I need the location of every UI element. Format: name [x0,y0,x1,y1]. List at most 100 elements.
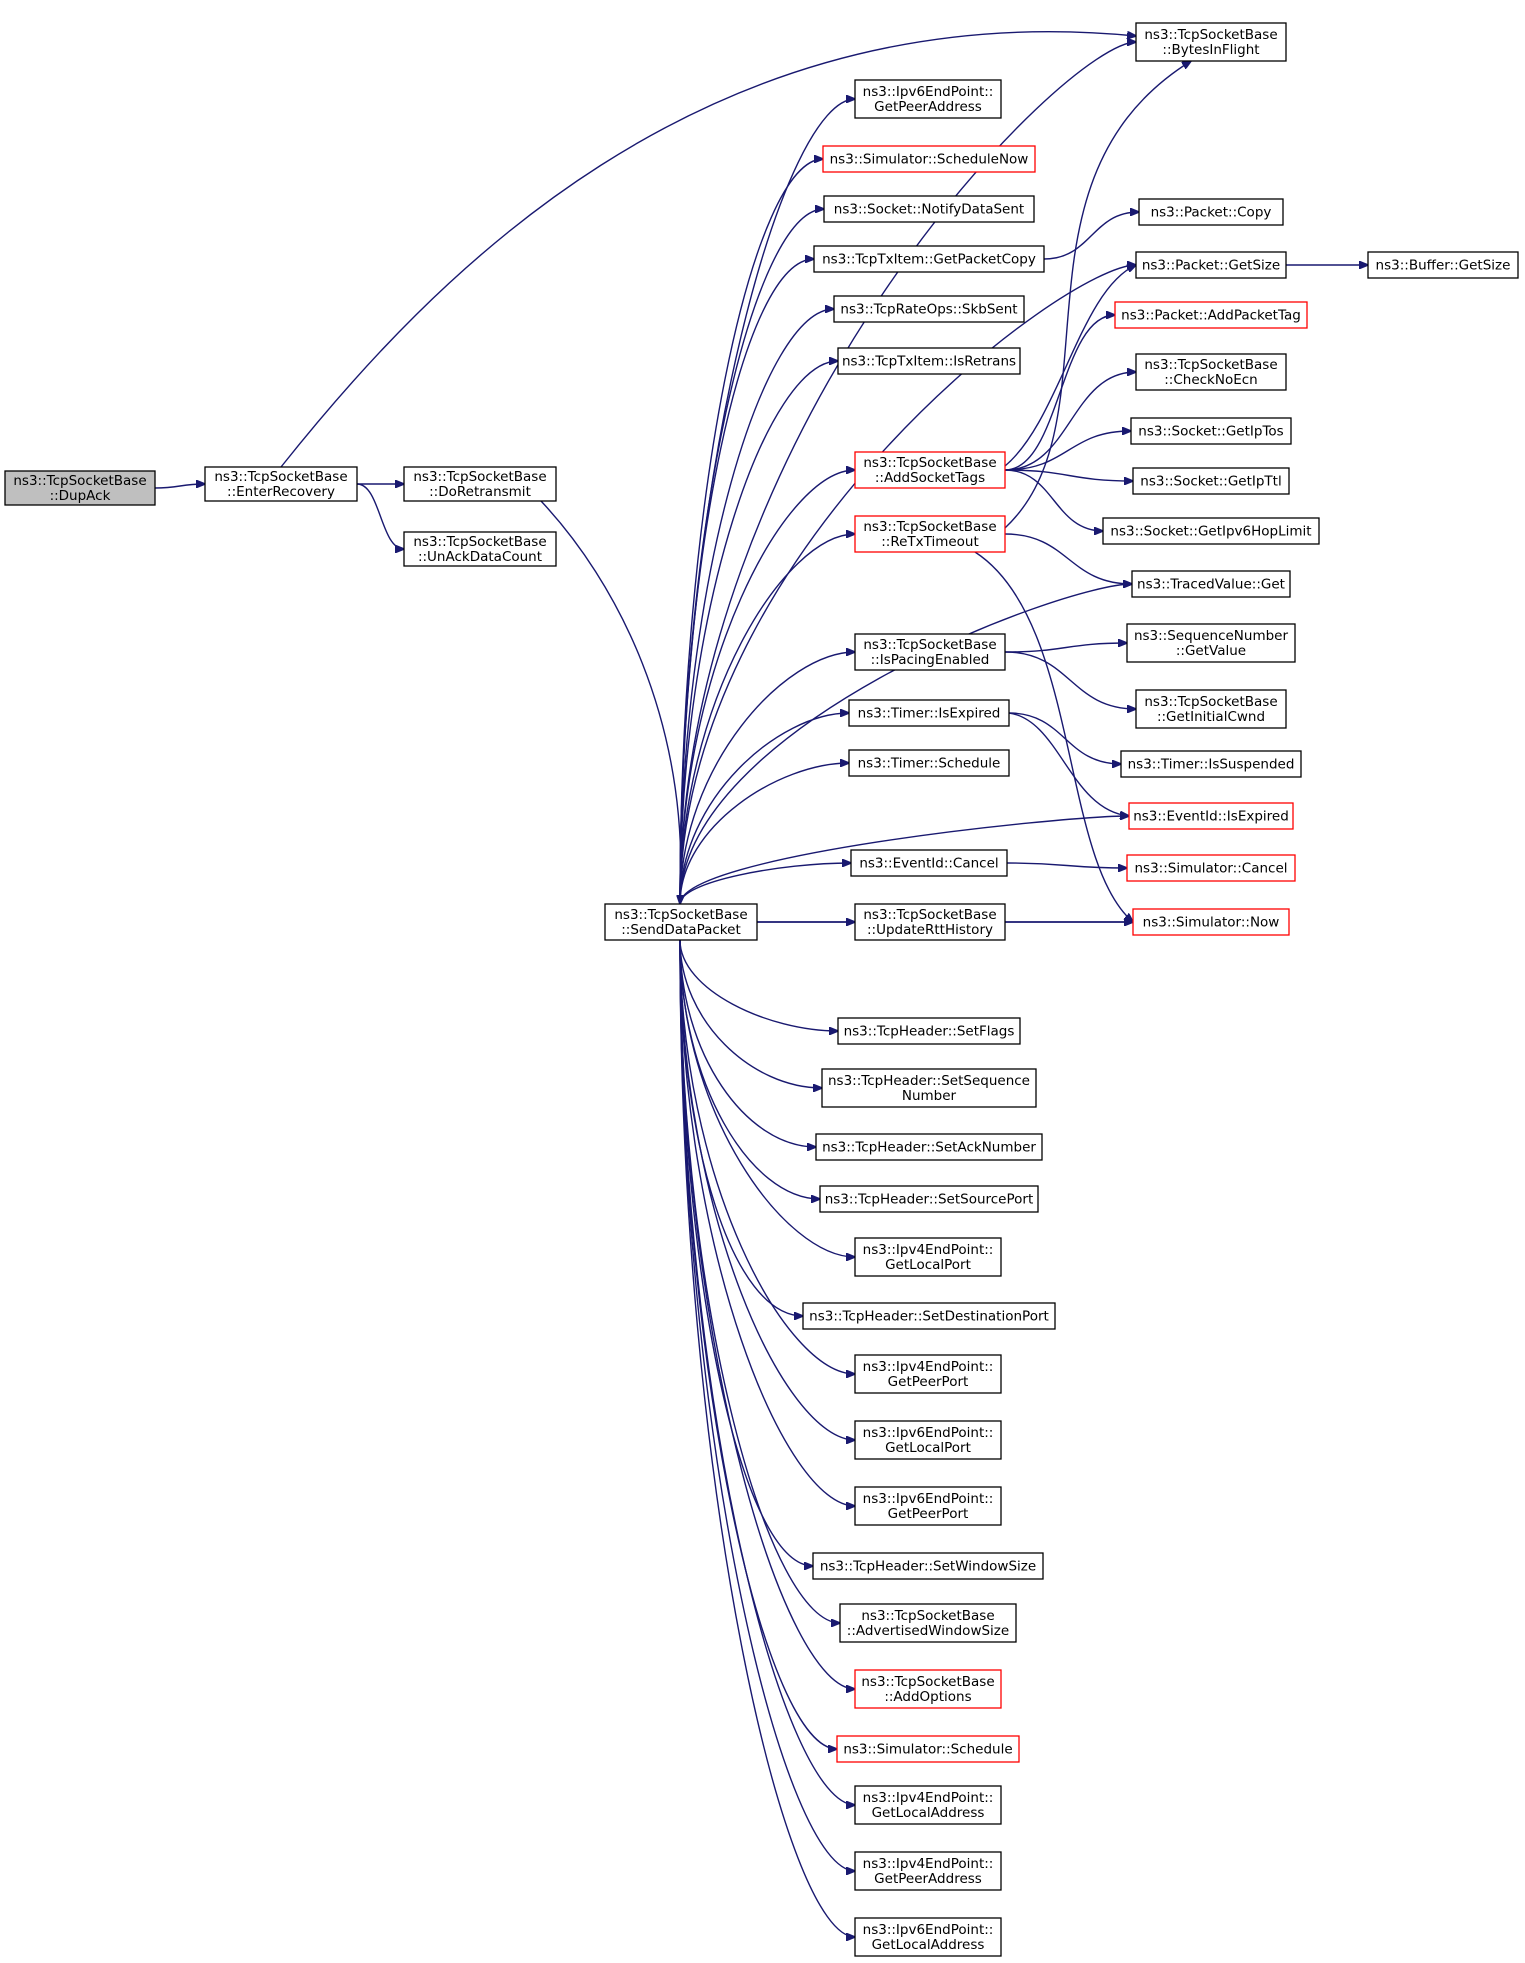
node-ipv6ep-getlocaladdress[interactable]: ns3::Ipv6EndPoint::GetLocalAddress [854,1917,1002,1957]
edge-senddatapacket-to-ipv4ep_getpeeraddress [679,939,855,1871]
node-socket-notifydatasent[interactable]: ns3::Socket::NotifyDataSent [823,195,1035,223]
node-getinitialcwnd[interactable]: ns3::TcpSocketBase::GetInitialCwnd [1135,689,1287,729]
edge-txitem_getpacketcopy-to-packet_copy [1043,212,1139,260]
node-label-line: GetPeerAddress [874,99,982,115]
node-senddatapacket[interactable]: ns3::TcpSocketBase::SendDataPacket [604,903,758,941]
node-ipv6ep-getlocalport[interactable]: ns3::Ipv6EndPoint::GetLocalPort [854,1420,1002,1460]
node-ipv4ep-getpeeraddress[interactable]: ns3::Ipv4EndPoint::GetPeerAddress [854,1851,1002,1891]
node-box [1132,467,1290,495]
node-label-line: ns3::EventId::Cancel [859,856,998,872]
node-timer-schedule[interactable]: ns3::Timer::Schedule [848,749,1010,777]
node-eventid-cancel[interactable]: ns3::EventId::Cancel [850,849,1008,877]
node-sim-schedule[interactable]: ns3::Simulator::Schedule [836,1735,1020,1763]
node-dupack[interactable]: ns3::TcpSocketBase::DupAck [4,470,156,506]
node-sim-schedulenow[interactable]: ns3::Simulator::ScheduleNow [822,145,1036,173]
node-timer-issuspended[interactable]: ns3::Timer::IsSuspended [1120,750,1302,778]
node-label-line: ns3::Socket::GetIpv6HopLimit [1110,524,1311,540]
node-socket-getipttl[interactable]: ns3::Socket::GetIpTtl [1132,467,1290,495]
node-txitem-getpacketcopy[interactable]: ns3::TcpTxItem::GetPacketCopy [813,245,1045,273]
node-bytesinflight[interactable]: ns3::TcpSocketBase::BytesInFlight [1135,22,1287,62]
node-box [823,195,1035,223]
node-box [848,699,1010,727]
node-txitem-isretrans[interactable]: ns3::TcpTxItem::IsRetrans [837,347,1021,375]
node-label-line: ns3::Simulator::Cancel [1134,861,1287,877]
edge-addsockettags-to-socket_getipv6hoplimit [1004,469,1103,531]
node-box [1367,251,1519,279]
node-label-line: ns3::TcpHeader::SetSequence [828,1073,1030,1089]
node-sim-cancel[interactable]: ns3::Simulator::Cancel [1126,854,1296,882]
node-tracedvalue-get[interactable]: ns3::TracedValue::Get [1131,570,1291,598]
node-timer-isexpired[interactable]: ns3::Timer::IsExpired [848,699,1010,727]
node-ipv4ep-getpeerport[interactable]: ns3::Ipv4EndPoint::GetPeerPort [854,1354,1002,1394]
node-label-line: ns3::Ipv6EndPoint:: [863,1491,994,1507]
node-packet-getsize[interactable]: ns3::Packet::GetSize [1135,251,1287,279]
edge-senddatapacket-to-rateops_skbsent [679,309,834,905]
node-ipv4ep-getlocaladdress[interactable]: ns3::Ipv4EndPoint::GetLocalAddress [854,1785,1002,1825]
node-label-line: ns3::TcpSocketBase [861,1608,994,1624]
node-packet-copy[interactable]: ns3::Packet::Copy [1138,198,1284,226]
node-label-line: ns3::Ipv4EndPoint:: [863,1242,994,1258]
node-box [1128,802,1294,830]
node-box [854,633,1006,671]
node-label-line: ns3::Simulator::Now [1143,915,1280,931]
node-box [854,1669,1002,1709]
edge-senddatapacket-to-hdr_setsequencenumber [679,939,822,1088]
edge-addsockettags-to-packet_addpackettag [1004,315,1115,471]
node-box [204,466,358,502]
node-label-line: ns3::SequenceNumber [1134,628,1289,644]
node-socket-getipv6hoplimit[interactable]: ns3::Socket::GetIpv6HopLimit [1102,517,1320,545]
node-hdr-setflags[interactable]: ns3::TcpHeader::SetFlags [837,1017,1021,1045]
node-addsockettags[interactable]: ns3::TcpSocketBase::AddSocketTags [854,451,1006,489]
node-eventid-isexpired[interactable]: ns3::EventId::IsExpired [1128,802,1294,830]
node-box [812,1552,1044,1580]
node-label-line: ns3::TcpSocketBase [13,473,146,489]
node-hdr-setdestinationport[interactable]: ns3::TcpHeader::SetDestinationPort [802,1302,1056,1330]
node-label-line: ns3::Socket::GetIpTos [1138,424,1283,440]
edge-senddatapacket-to-tracedvalue_get [679,584,1132,905]
node-box [819,1185,1039,1213]
node-unackdatacount[interactable]: ns3::TcpSocketBase::UnAckDataCount [403,531,557,567]
node-box [1132,908,1290,936]
edge-senddatapacket-to-retxtimeout [679,534,855,905]
node-packet-addpackettag[interactable]: ns3::Packet::AddPacketTag [1114,301,1308,329]
node-sim-now[interactable]: ns3::Simulator::Now [1132,908,1290,936]
node-enterrecovery[interactable]: ns3::TcpSocketBase::EnterRecovery [204,466,358,502]
node-doretransmit[interactable]: ns3::TcpSocketBase::DoRetransmit [403,466,557,502]
node-box [802,1302,1056,1330]
node-label-line: ns3::Socket::NotifyDataSent [834,202,1024,218]
node-box [837,347,1021,375]
node-hdr-setwindowsize[interactable]: ns3::TcpHeader::SetWindowSize [812,1552,1044,1580]
node-advertisedwindowsize[interactable]: ns3::TcpSocketBase::AdvertisedWindowSize [839,1603,1017,1643]
node-box [1135,22,1287,62]
node-box [1120,750,1302,778]
node-checknoecn[interactable]: ns3::TcpSocketBase::CheckNoEcn [1135,353,1287,391]
edge-senddatapacket-to-ipv4ep_getlocaladdress [679,939,855,1805]
node-box [1130,417,1292,445]
node-label-line: ::UpdateRttHistory [867,922,993,938]
node-rateops-skbsent[interactable]: ns3::TcpRateOps::SkbSent [833,295,1025,323]
node-ipv4ep-getlocalport[interactable]: ns3::Ipv4EndPoint::GetLocalPort [854,1237,1002,1277]
node-ipv6ep-getpeerport[interactable]: ns3::Ipv6EndPoint::GetPeerPort [854,1486,1002,1526]
edge-senddatapacket-to-addoptions [679,939,855,1689]
node-ispacingenabled[interactable]: ns3::TcpSocketBase::IsPacingEnabled [854,633,1006,671]
edge-addsockettags-to-socket_getiptos [1004,431,1131,471]
node-updatertthistory[interactable]: ns3::TcpSocketBase::UpdateRttHistory [854,903,1006,941]
node-ipv6ep-getpeeraddress[interactable]: ns3::Ipv6EndPoint::GetPeerAddress [854,79,1002,119]
node-hdr-setacknumber[interactable]: ns3::TcpHeader::SetAckNumber [815,1133,1043,1161]
node-addoptions[interactable]: ns3::TcpSocketBase::AddOptions [854,1669,1002,1709]
node-buffer-getsize[interactable]: ns3::Buffer::GetSize [1367,251,1519,279]
edge-timer_isexpired-to-eventid_isexpired [1008,712,1129,816]
node-box [854,903,1006,941]
node-box [1102,517,1320,545]
node-box [815,1133,1043,1161]
node-box [604,903,758,941]
node-seqnum-getvalue[interactable]: ns3::SequenceNumber::GetValue [1126,623,1296,663]
node-hdr-setsourceport[interactable]: ns3::TcpHeader::SetSourcePort [819,1185,1039,1213]
node-retxtimeout[interactable]: ns3::TcpSocketBase::ReTxTimeout [854,515,1006,553]
edge-senddatapacket-to-ipv6ep_getpeerport [679,939,855,1506]
edge-senddatapacket-to-timer_schedule [679,763,849,905]
node-socket-getiptos[interactable]: ns3::Socket::GetIpTos [1130,417,1292,445]
node-label-line: GetPeerPort [888,1374,969,1390]
